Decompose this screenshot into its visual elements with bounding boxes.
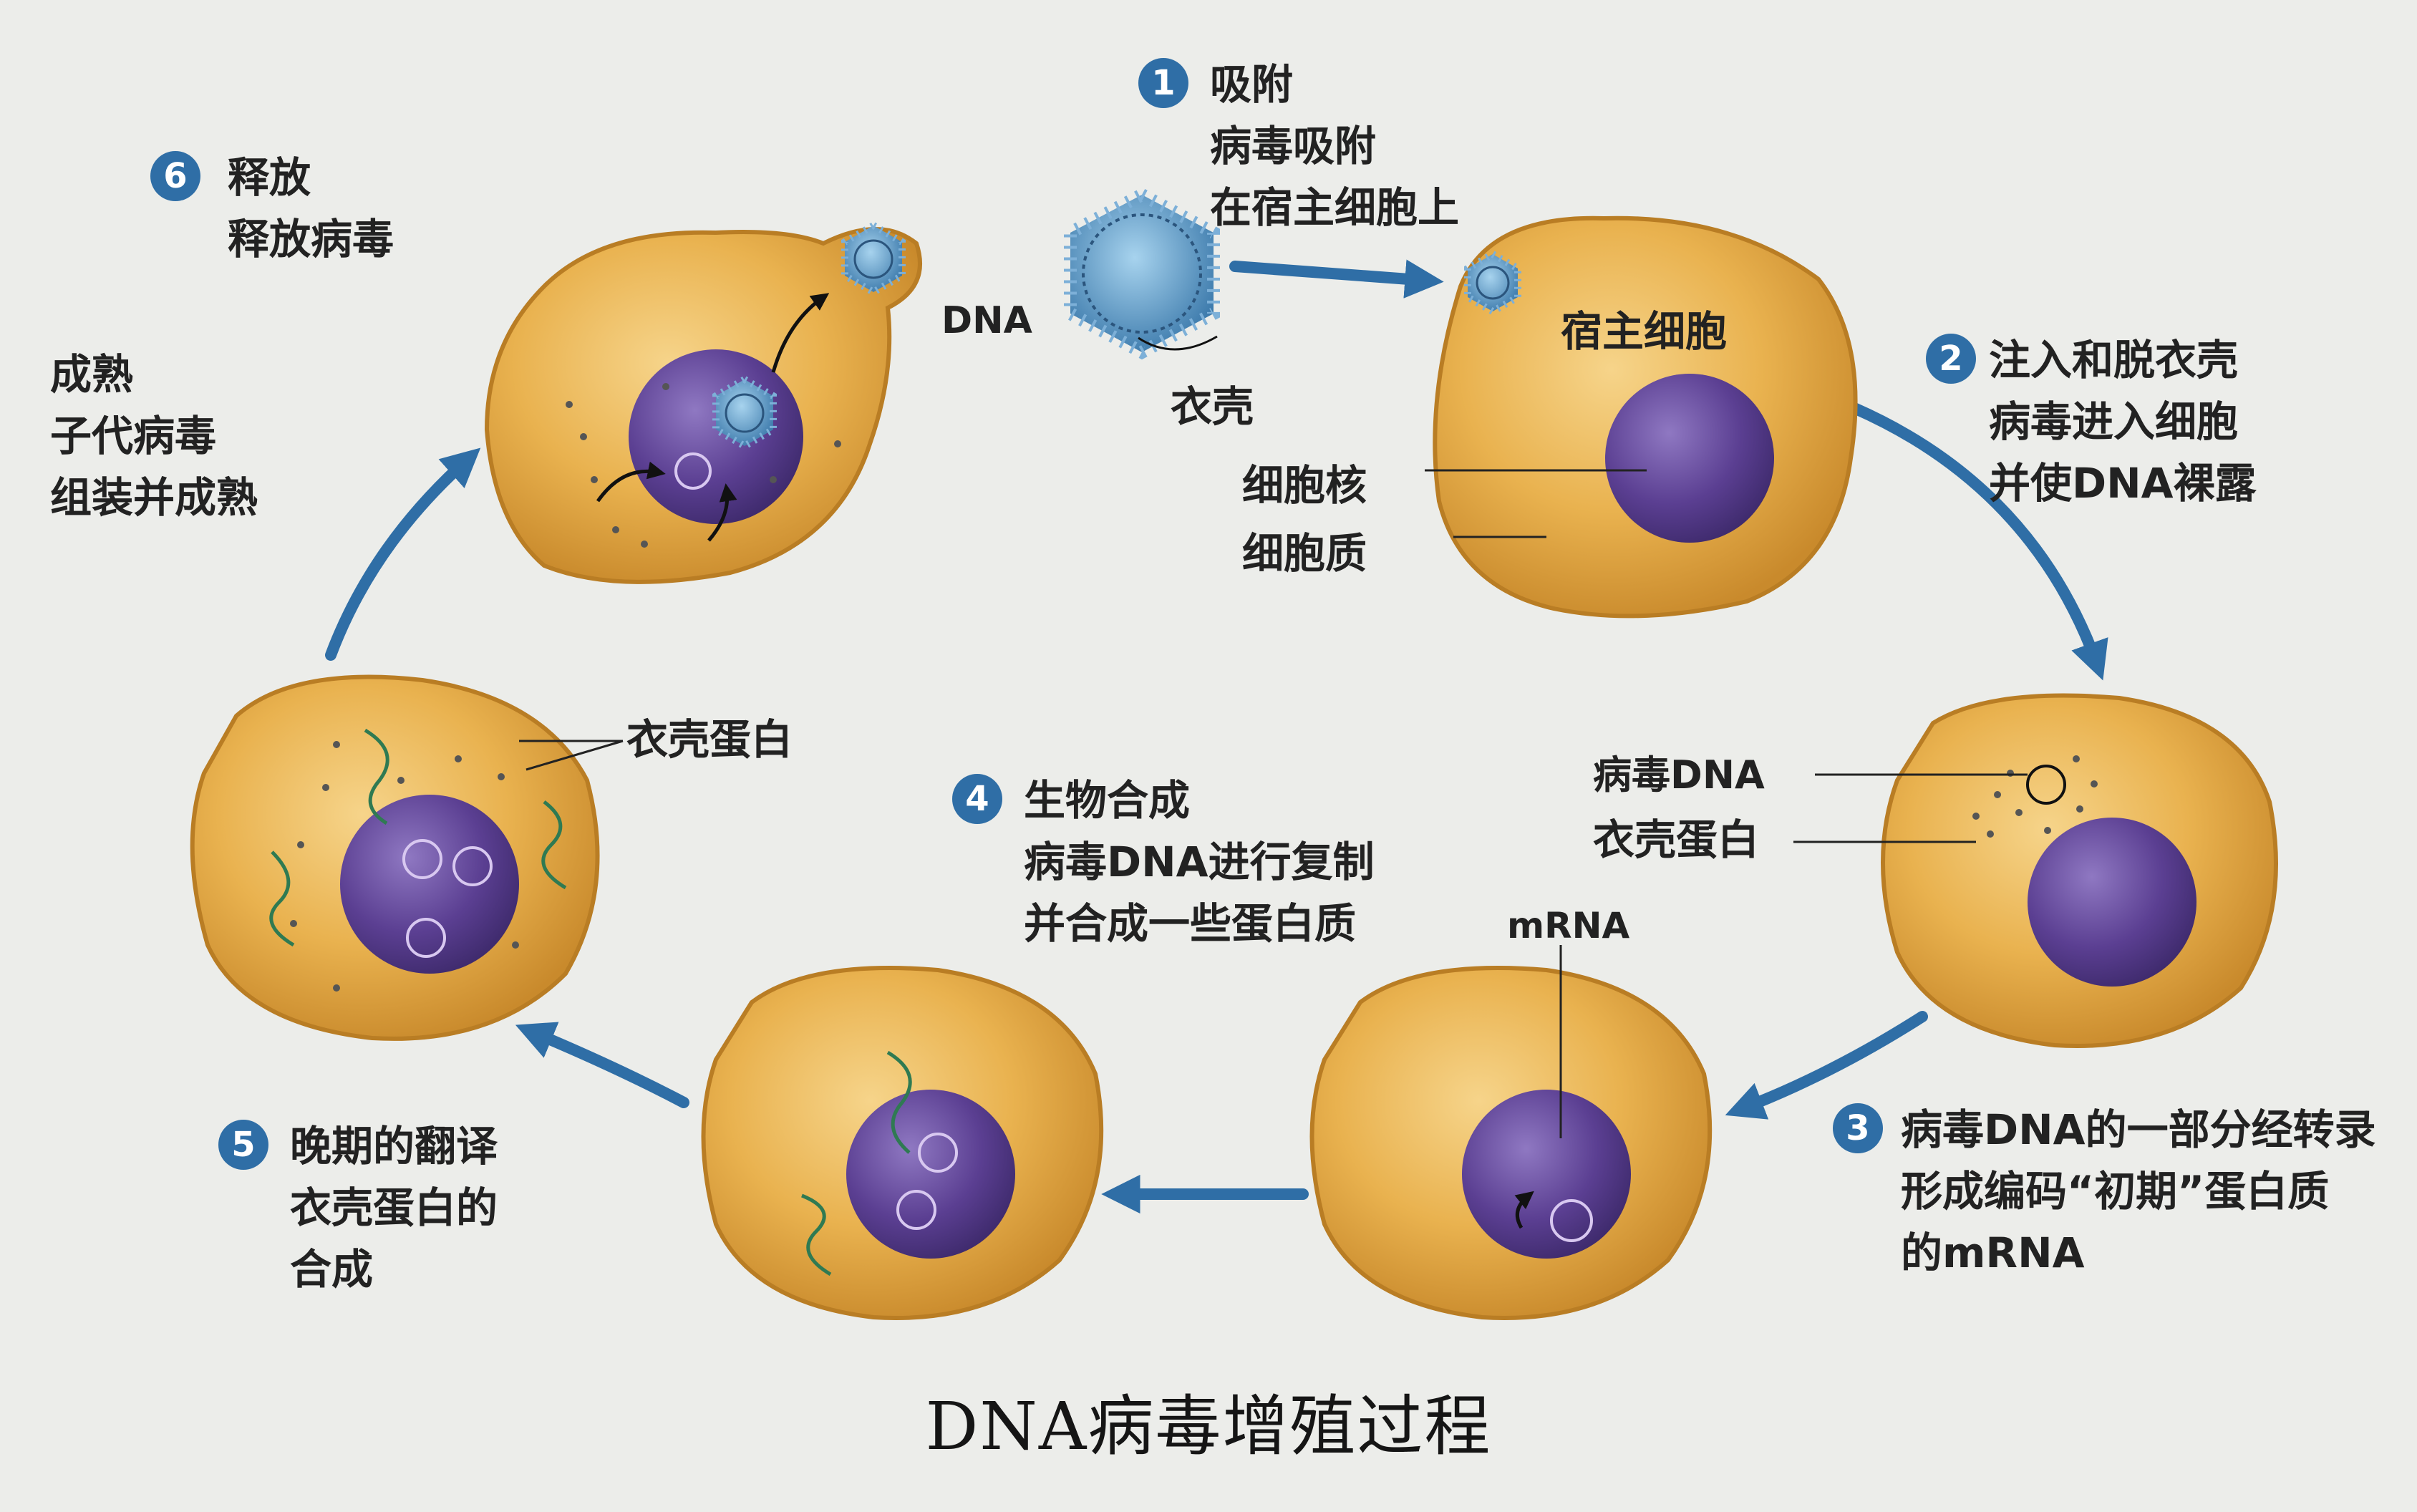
arrow-step1-to-step2: [1229, 259, 1444, 299]
maturation-line-1: 子代病毒: [50, 412, 217, 460]
capsid-protein-dots-cell5: [290, 741, 519, 992]
step-5-badge: 5: [218, 1120, 268, 1170]
label-mrna: mRNA: [1507, 905, 1630, 946]
cell-injection: [1793, 693, 2278, 1048]
step-4-badge: 4: [952, 774, 1002, 824]
arrow-step6-to-step1: [325, 447, 481, 661]
step-1-title: 吸附: [1210, 60, 1294, 109]
step-3-badge: 3: [1833, 1103, 1883, 1153]
step-1-line-1: 病毒吸附: [1210, 122, 1377, 170]
label-host-cell: 宿主细胞: [1561, 307, 1728, 356]
cell-biosynthesis: [701, 966, 1104, 1320]
step-2-title: 注入和脱衣壳: [1989, 336, 2239, 384]
capsid-protein-dots-cell6: [566, 383, 841, 548]
label-viral-dna: 病毒DNA: [1593, 752, 1765, 798]
step-6-title: 释放: [228, 153, 311, 202]
step-5-line-1: 衣壳蛋白的: [290, 1183, 498, 1232]
step-1-badge: 1: [1138, 58, 1188, 108]
step-6-badge: 6: [150, 151, 200, 201]
step-1-line-2: 在宿主细胞上: [1210, 183, 1460, 232]
step-6-line-1: 释放病毒: [228, 215, 394, 263]
arrow-step5-to-step6: [515, 1022, 689, 1108]
label-capsid-protein-late: 衣壳蛋白: [626, 715, 793, 764]
step-3-line-2: 的mRNA: [1901, 1228, 2085, 1277]
attached-virus: [1464, 250, 1521, 316]
cell-late-translation: [190, 674, 624, 1041]
step-4-line-1: 病毒DNA进行复制: [1024, 838, 1375, 886]
maturation-label: 成熟 子代病毒 组装并成熟: [50, 344, 258, 528]
cell-transcription: [1309, 945, 1713, 1320]
step-5-title: 晚期的翻译: [290, 1122, 498, 1171]
step-2-line-2: 并使DNA裸露: [1989, 459, 2257, 508]
label-capsid: 衣壳: [1171, 382, 1254, 431]
label-nucleus: 细胞核: [1242, 461, 1367, 510]
assembling-virus: [712, 375, 777, 450]
capsid-protein-dots-cell2: [1972, 755, 2098, 838]
label-cytoplasm: 细胞质: [1242, 529, 1367, 578]
maturation-line-2: 组装并成熟: [50, 473, 258, 522]
step-3-line-1: 形成编码“初期”蛋白质: [1901, 1167, 2330, 1216]
diagram-caption: DNA病毒增殖过程: [925, 1388, 1492, 1465]
step-5-line-2: 合成: [290, 1245, 374, 1294]
step-4-line-2: 并合成一些蛋白质: [1024, 899, 1357, 948]
arrow-step3-to-step4: [1725, 1011, 1928, 1120]
released-virus: [841, 221, 906, 296]
arrow-step2-to-step3: [1849, 402, 2108, 681]
step-2-badge: 2: [1926, 334, 1976, 384]
cell-host: [1425, 215, 1858, 619]
maturation-title: 成熟: [50, 350, 134, 399]
cycle-arrows: [325, 259, 2108, 1214]
label-capsid-protein: 衣壳蛋白: [1593, 815, 1760, 864]
label-dna: DNA: [941, 299, 1032, 342]
free-virus: [1064, 187, 1220, 360]
step-2-line-1: 病毒进入细胞: [1989, 397, 2239, 446]
step-4-title: 生物合成: [1024, 776, 1191, 825]
cell-release: [484, 221, 922, 584]
step-3-title: 病毒DNA的一部分经转录: [1901, 1105, 2376, 1154]
